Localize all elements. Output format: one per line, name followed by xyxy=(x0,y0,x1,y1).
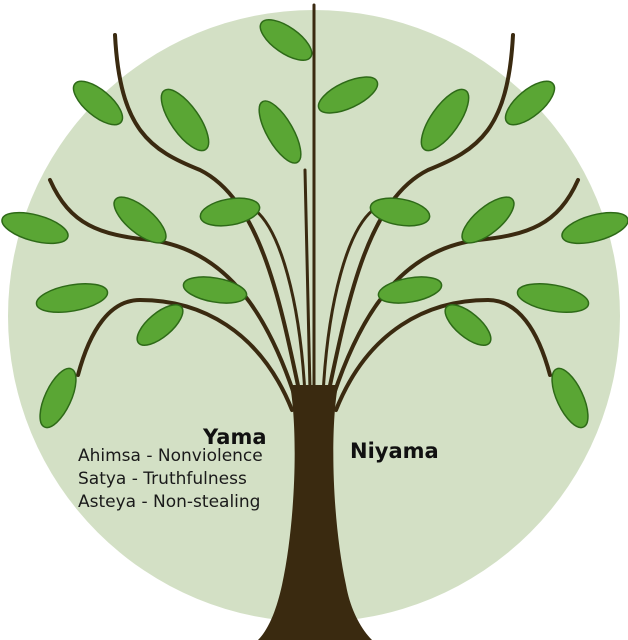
list-item: Asteya - Non-stealing xyxy=(78,492,261,512)
yama-label: Yama xyxy=(203,425,267,449)
tree-branches xyxy=(48,3,580,412)
tree-trunk xyxy=(258,385,372,640)
list-item: Satya - Truthfulness xyxy=(78,469,247,489)
leaves xyxy=(1,19,628,429)
list-item: Ahimsa - Nonviolence xyxy=(78,446,263,466)
yama-principles-list: Ahimsa - Nonviolence Satya - Truthfulnes… xyxy=(78,445,263,514)
niyama-label: Niyama xyxy=(350,439,439,463)
